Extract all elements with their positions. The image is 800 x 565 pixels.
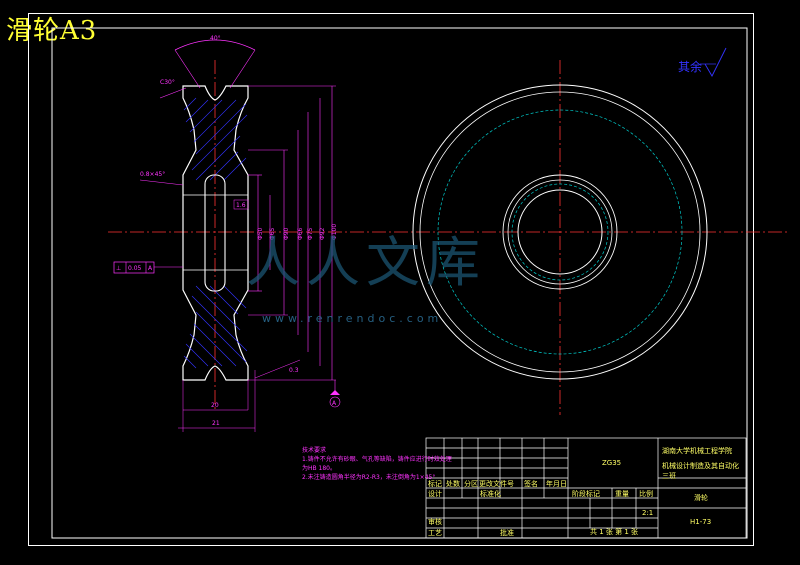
chamfer2-label: 0.8×45° [140,171,165,178]
svg-text:分区: 分区 [464,479,478,488]
svg-text:工艺: 工艺 [428,529,442,537]
svg-text:处数: 处数 [446,479,460,488]
title-block [425,437,747,539]
svg-text:Φ100: Φ100 [331,224,338,240]
notes-line-3: 2.未注铸造圆角半径为R2-R3，未注倒角为1×45° [302,474,436,481]
diameter-dimensions [248,85,336,381]
pulley-outline [182,85,249,381]
hidden-circle [437,109,683,355]
svg-text:比例: 比例 [639,489,653,498]
svg-text:标准化: 标准化 [480,489,501,498]
svg-text:A: A [148,265,153,272]
svg-text:Φ92: Φ92 [319,227,326,240]
drawing-number: H1-73 [690,518,711,526]
runout-frame [113,261,155,274]
scale-value: 2:1 [642,509,653,517]
watermark-logo: 人人文库 [246,231,486,294]
outer-rim-circle [412,84,708,380]
notes-line-1: 1.铸件不允许有砂眼、气孔等缺陷，铸件应进行时效处理 [302,456,452,463]
svg-text:年月日: 年月日 [546,479,567,488]
roughness-symbol [700,47,727,77]
svg-text:阶段标记: 阶段标记 [572,489,600,498]
svg-text:Φ50: Φ50 [257,227,264,240]
hatch-bottom [183,285,248,369]
svg-text:Φ75: Φ75 [307,227,314,240]
svg-text:Φ66: Φ66 [297,227,304,240]
width-dim-20: 20 [211,402,219,409]
svg-text:A: A [332,400,337,407]
side-view [412,60,708,415]
section-view: 40° C30° 0.8×45° ⊥ 0.05 A Φ50 Φ65 Φ90 Φ6… [108,35,790,432]
svg-text:签名: 签名 [524,479,538,488]
svg-text:审核: 审核 [428,517,442,526]
svg-text:标记: 标记 [428,479,442,488]
hatch-top [183,97,248,181]
part-name: 滑轮 [694,493,708,502]
chamfer-label: C30° [160,79,175,86]
material-label: ZG35 [602,459,621,467]
groove-angle-label: 40° [210,35,221,42]
svg-text:Φ65: Φ65 [269,227,276,240]
school-label: 湖南大学机械工程学院 [662,446,732,455]
sheet-border [28,13,754,546]
svg-text:Φ90: Φ90 [283,227,290,240]
svg-text:重量: 重量 [615,490,629,498]
notes-line-2: 为HB 180。 [302,465,336,472]
svg-text:批准: 批准 [500,528,514,537]
technical-notes: 技术要求 1.铸件不允许有砂眼、气孔等缺陷，铸件应进行时效处理 为HB 180。… [302,446,452,482]
svg-text:0.3: 0.3 [289,367,299,374]
inner-border [51,27,748,539]
bore-circle [517,189,603,275]
notes-heading: 技术要求 [302,447,327,454]
class-label: 三班 [662,471,676,480]
bore-outline [204,174,226,292]
runout-value: 0.05 [128,265,142,272]
roughness-label: 其余 [678,60,703,74]
svg-text:更改文件号: 更改文件号 [479,479,514,488]
sheet-info: 共 1 张 第 1 张 [590,527,638,536]
svg-text:1.6: 1.6 [236,202,246,209]
svg-text:设计: 设计 [428,489,442,498]
major-label: 机械设计制造及其自动化 [662,461,739,470]
drawing-title: 滑轮A3 [6,16,98,46]
svg-text:⊥: ⊥ [116,265,121,272]
width-dim-21: 21 [212,420,220,427]
watermark-url: www.renrendoc.com [262,312,443,325]
datum-triangle [330,390,340,395]
